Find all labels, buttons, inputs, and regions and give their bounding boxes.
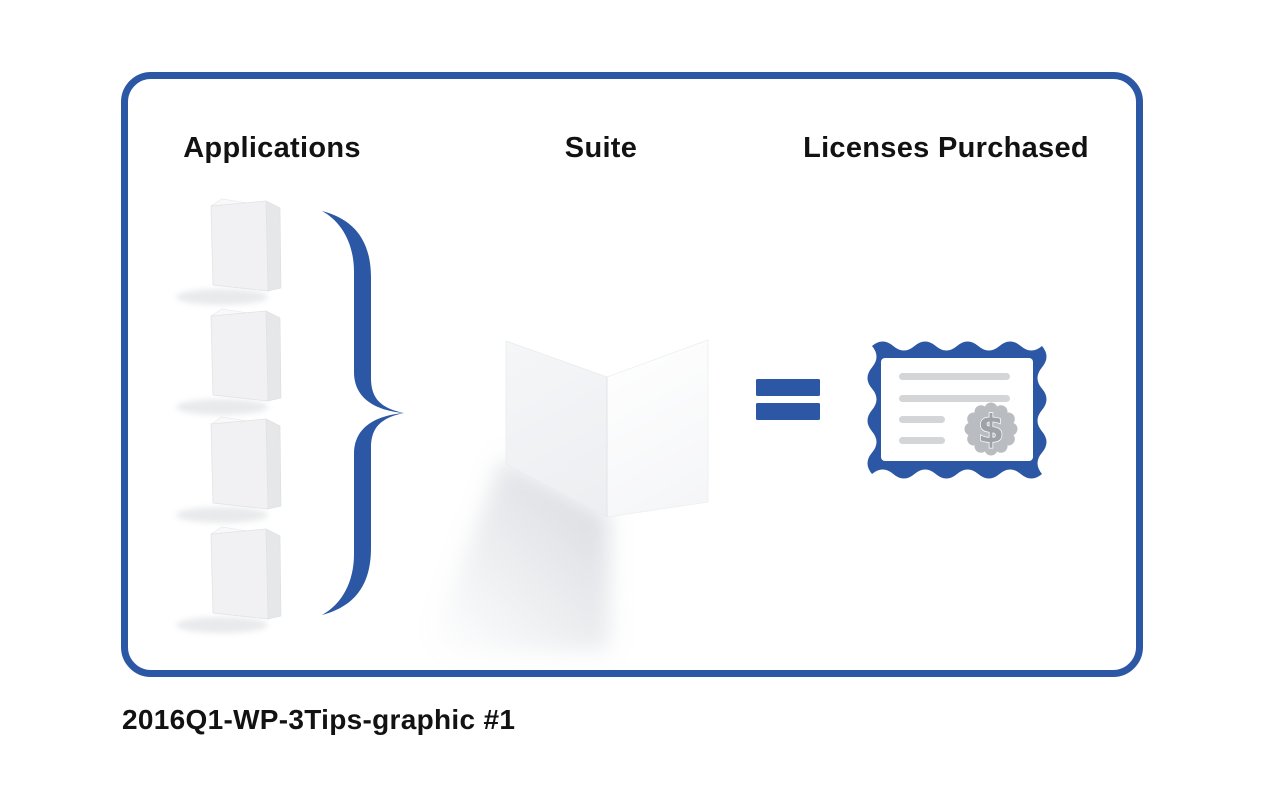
certificate-icon: $: [867, 341, 1047, 479]
brace-icon: [322, 211, 404, 615]
suite-box-icon: [425, 339, 709, 655]
application-box-icon: [176, 309, 281, 415]
column-header-applications: Applications: [183, 132, 361, 164]
suite-shadow: [425, 458, 609, 655]
equals-icon: [756, 379, 820, 420]
certificate-text-line: [899, 395, 1010, 402]
dollar-sign-glyph: $: [978, 407, 1004, 451]
application-box-icon: [176, 527, 281, 633]
application-box-icon: [176, 199, 281, 305]
diagram-frame: [121, 72, 1143, 677]
certificate-text-line: [899, 373, 1010, 380]
column-header-suite: Suite: [564, 132, 638, 164]
caption: 2016Q1-WP-3Tips-graphic #1: [122, 704, 516, 735]
certificate-text-line: [899, 437, 945, 444]
dollar-seal-icon: $: [964, 402, 1018, 456]
column-header-licenses-purchased: Licenses Purchased: [803, 132, 1089, 164]
application-box-icon: [176, 417, 281, 523]
certificate-text-line: [899, 416, 945, 423]
